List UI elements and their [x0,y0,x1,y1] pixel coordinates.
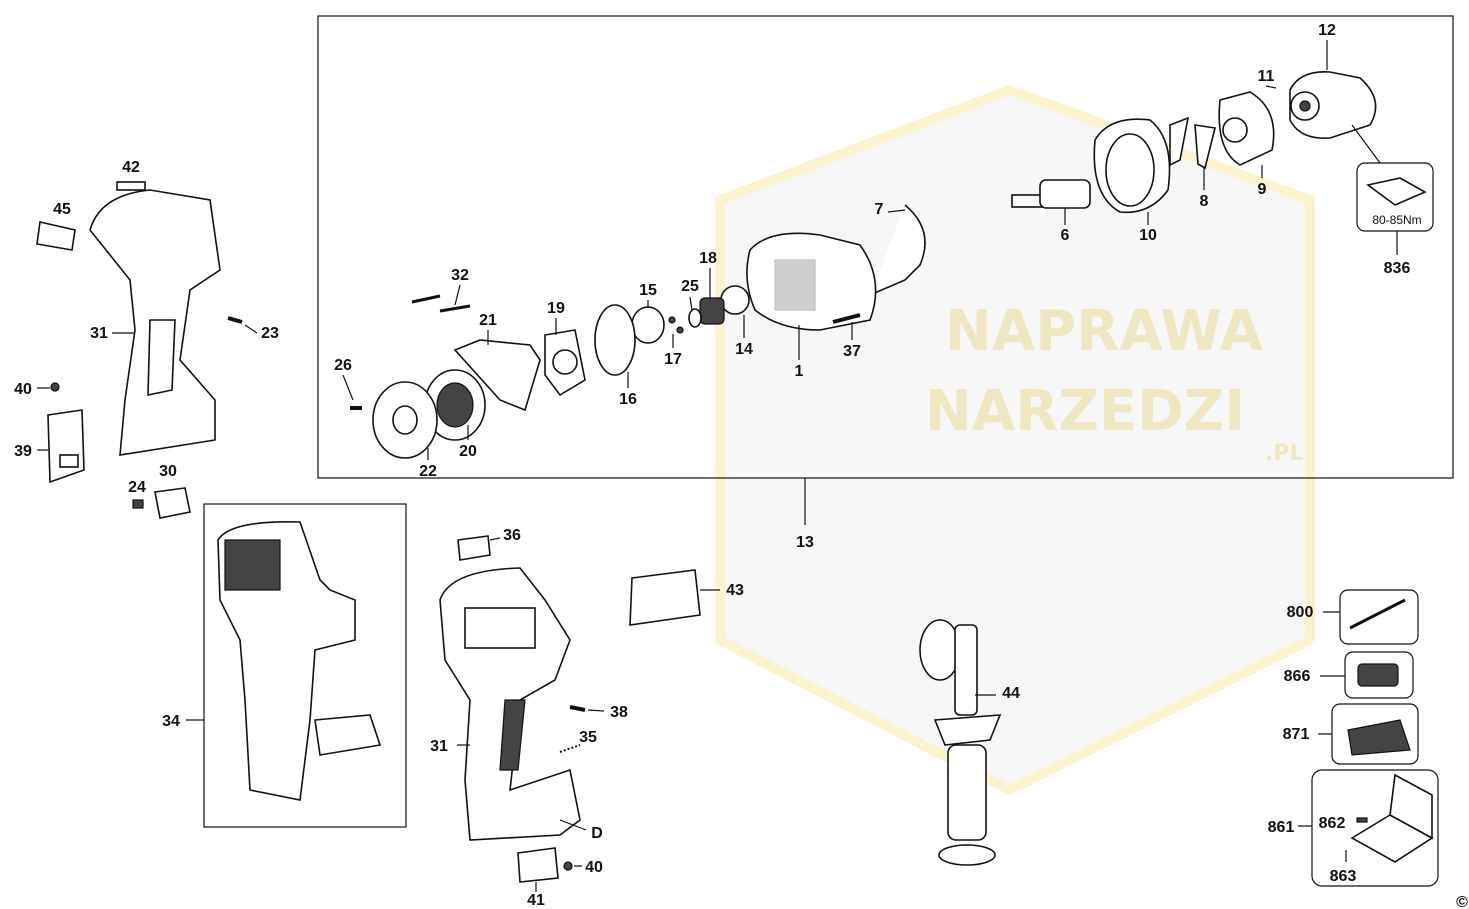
part-22-end-cap[interactable] [372,381,438,460]
callout-17: 17 [664,351,682,368]
part-8[interactable] [1169,116,1216,190]
callout-12: 12 [1318,22,1336,39]
assembly-frame-34 [203,503,407,828]
watermark: NAPRAWA NARZEDZI .PL [925,299,1304,466]
callout-23: 23 [261,325,279,342]
callout-31-b: 31 [430,738,448,755]
callout-45: 45 [53,201,71,218]
part-9[interactable] [1218,91,1275,178]
part-17[interactable] [668,316,684,348]
callout-14: 14 [735,341,753,358]
part-862[interactable] [1356,817,1368,823]
part-10-gear-housing[interactable] [1093,118,1171,225]
callout-21: 21 [479,312,497,329]
copyright-mark: © [1456,894,1468,909]
accessory-866-battery[interactable] [1320,651,1414,699]
callout-6: 6 [1061,227,1070,244]
part-36[interactable] [457,535,501,561]
part-16-ring-gear[interactable] [594,304,636,388]
part-43-label[interactable] [629,569,720,626]
accessory-871-charger[interactable] [1318,703,1419,765]
part-34-motor-module[interactable] [217,521,382,801]
callout-800: 800 [1287,604,1314,621]
callout-15: 15 [639,282,657,299]
part-39-clip[interactable] [37,409,85,484]
accessory-800-box[interactable] [1323,589,1419,645]
callout-1: 1 [795,363,804,380]
callout-35: 35 [579,729,597,746]
callout-31: 31 [90,325,108,342]
part-1-motor-housing[interactable] [746,232,877,360]
callout-44: 44 [1002,685,1020,702]
callout-9: 9 [1258,181,1267,198]
watermark-line2: NARZEDZI [925,379,1245,444]
callout-18: 18 [699,250,717,267]
part-21[interactable] [453,330,541,412]
torque-label: 80-85Nm [1372,213,1421,227]
callout-25: 25 [681,278,699,295]
part-45-label[interactable] [36,221,76,251]
callout-20: 20 [459,443,477,460]
callout-labels: 12 11 836 8 9 10 6 7 1 37 14 18 25 15 17… [14,22,1468,909]
callout-26: 26 [334,357,352,374]
part-25[interactable] [688,296,702,328]
part-15[interactable] [631,300,665,344]
callout-10: 10 [1139,227,1157,244]
callout-39: 39 [14,443,32,460]
callout-863: 863 [1330,868,1357,885]
callout-38: 38 [610,704,628,721]
callout-32: 32 [451,267,469,284]
part-23-pin[interactable] [227,316,258,334]
part-35-spring[interactable] [559,744,581,753]
callout-43: 43 [726,582,744,599]
callout-22: 22 [419,463,437,480]
part-24[interactable] [132,499,144,509]
part-6-spindle[interactable] [1011,179,1091,225]
callout-41: 41 [527,892,545,909]
callout-37: 37 [843,343,861,360]
callout-24: 24 [128,479,146,496]
part-18[interactable] [699,268,725,325]
part-44-side-handle[interactable] [919,619,1002,866]
callout-30: 30 [159,463,177,480]
callout-D: D [591,825,603,842]
callout-8: 8 [1200,193,1209,210]
part-37-screw[interactable] [832,313,861,340]
part-836-clutch-kit[interactable]: 80-85Nm [1351,124,1434,255]
callout-7: 7 [875,201,884,218]
assembly-frame-13 [317,15,1454,479]
callout-861: 861 [1268,819,1295,836]
callout-16: 16 [619,391,637,408]
part-41-clip[interactable] [517,847,559,892]
callout-13: 13 [796,534,814,551]
accessory-861-case[interactable] [1298,769,1439,887]
callout-36: 36 [503,527,521,544]
callout-34: 34 [162,713,180,730]
part-31-housing-half[interactable] [89,189,221,456]
callout-40: 40 [14,381,32,398]
part-32[interactable] [411,284,471,313]
part-42-label[interactable] [116,181,146,191]
part-30[interactable] [154,487,191,519]
watermark-suffix: .PL [1265,441,1304,466]
callout-19: 19 [547,300,565,317]
part-19[interactable] [544,318,586,397]
watermark-line1: NAPRAWA [945,299,1263,364]
callout-866: 866 [1284,668,1311,685]
part-38-screw[interactable] [569,705,605,712]
part-40-screw-2[interactable] [563,861,582,871]
part-chuck[interactable] [1289,40,1377,139]
part-40-screw[interactable] [37,382,60,392]
part-26-screw[interactable] [342,374,362,410]
callout-871: 871 [1283,726,1310,743]
callout-862: 862 [1319,815,1346,832]
part-7-wire[interactable] [869,204,926,296]
callout-836: 836 [1384,260,1411,277]
callout-40-b: 40 [585,859,603,876]
callout-42: 42 [122,159,140,176]
part-31-housing-assembly[interactable] [439,567,581,841]
callout-11: 11 [1258,68,1275,85]
